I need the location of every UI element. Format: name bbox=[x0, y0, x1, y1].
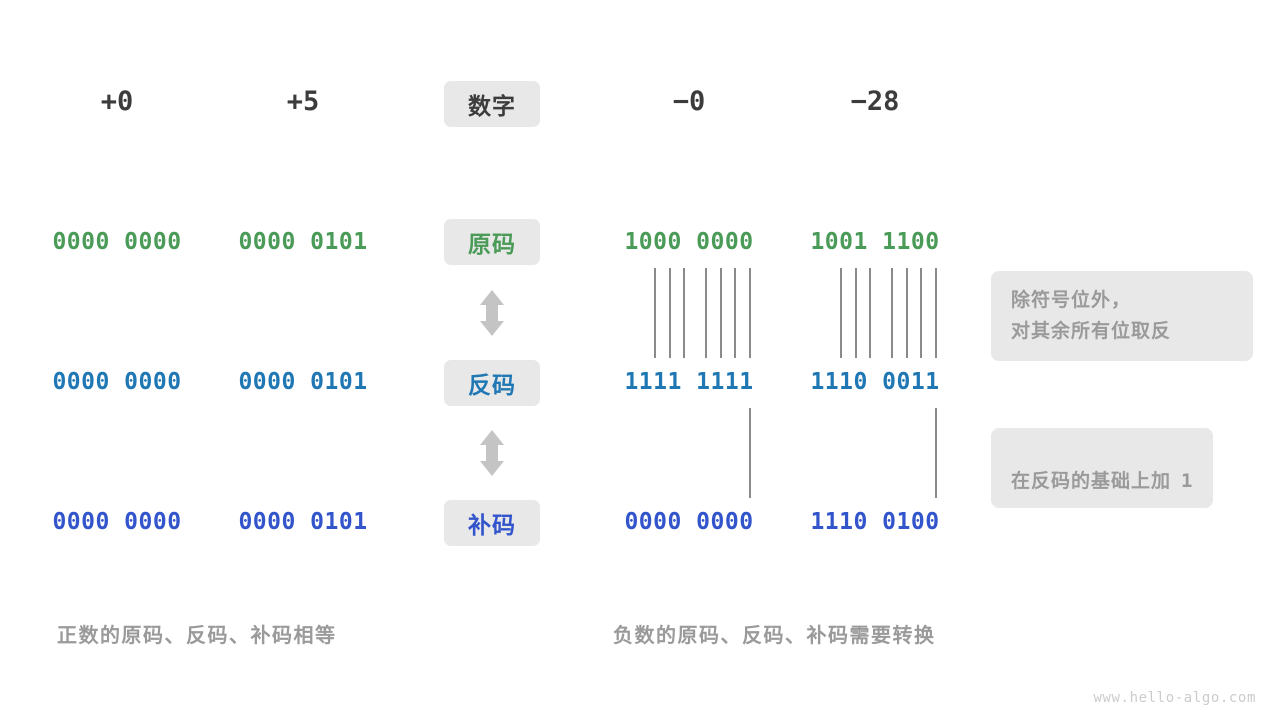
cell-ones-complement-plus5: 0000 0101 bbox=[238, 369, 368, 395]
connector-line-minus0-bit2 bbox=[654, 268, 656, 358]
connector-line-minus28-bit6 bbox=[906, 268, 908, 358]
cell-true-form-minus0: 1000 0000 bbox=[624, 229, 754, 255]
connector-line-minus0-bit3 bbox=[669, 268, 671, 358]
caption-positive: 正数的原码、反码、补码相等 bbox=[57, 623, 337, 647]
cell-true-form-minus28: 1001 1100 bbox=[810, 229, 940, 255]
column-header-minus0: −0 bbox=[672, 86, 706, 117]
connector-line-minus28-bit2 bbox=[840, 268, 842, 358]
row-header-number-label: 数字 bbox=[468, 94, 516, 120]
column-header-plus5: +5 bbox=[286, 86, 320, 117]
row-label-ones-complement: 反码 bbox=[468, 373, 516, 399]
cell-twos-complement-plus0: 0000 0000 bbox=[52, 509, 182, 535]
column-header-minus28: −28 bbox=[850, 86, 900, 117]
connector-line-minus0-bit7 bbox=[734, 268, 736, 358]
note-invert-bits: 除符号位外， 对其余所有位取反 bbox=[991, 271, 1253, 361]
connector-line-minus0-bit4 bbox=[683, 268, 685, 358]
note-add-one: 在反码的基础上加 1 bbox=[991, 428, 1214, 508]
connector-line-minus0-bit6 bbox=[720, 268, 722, 358]
cell-ones-complement-minus28: 1110 0011 bbox=[810, 369, 940, 395]
connector-line-addone-minus0 bbox=[749, 408, 751, 498]
cell-twos-complement-minus28: 1110 0100 bbox=[810, 509, 940, 535]
caption-negative: 负数的原码、反码、补码需要转换 bbox=[613, 623, 936, 647]
cell-true-form-plus0: 0000 0000 bbox=[52, 229, 182, 255]
row-label-twos-complement-pill: 补码 bbox=[444, 500, 540, 546]
connector-line-minus28-bit7 bbox=[920, 268, 922, 358]
row-label-twos-complement: 补码 bbox=[468, 513, 516, 539]
watermark: www.hello-algo.com bbox=[1093, 690, 1256, 706]
connector-line-minus28-bit5 bbox=[891, 268, 893, 358]
connector-line-minus28-bit8 bbox=[935, 268, 937, 358]
cell-true-form-plus5: 0000 0101 bbox=[238, 229, 368, 255]
row-label-true-form: 原码 bbox=[468, 232, 516, 258]
cell-twos-complement-plus5: 0000 0101 bbox=[238, 509, 368, 535]
cell-twos-complement-minus0: 0000 0000 bbox=[624, 509, 754, 535]
double-arrow-true-to-ones-icon bbox=[477, 290, 507, 336]
note-add-one-text: 在反码的基础上加 bbox=[1011, 470, 1172, 492]
cell-ones-complement-minus0: 1111 1111 bbox=[624, 369, 754, 395]
row-label-ones-complement-pill: 反码 bbox=[444, 360, 540, 406]
connector-line-addone-minus28 bbox=[935, 408, 937, 498]
connector-line-minus28-bit4 bbox=[869, 268, 871, 358]
cell-ones-complement-plus0: 0000 0000 bbox=[52, 369, 182, 395]
row-label-true-form-pill: 原码 bbox=[444, 219, 540, 265]
connector-line-minus0-bit5 bbox=[705, 268, 707, 358]
row-header-number-pill: 数字 bbox=[444, 81, 540, 127]
double-arrow-ones-to-twos-icon bbox=[477, 430, 507, 476]
connector-line-minus0-bit8 bbox=[749, 268, 751, 358]
note-add-one-value: 1 bbox=[1181, 470, 1194, 492]
column-header-plus0: +0 bbox=[100, 86, 134, 117]
connector-line-minus28-bit3 bbox=[855, 268, 857, 358]
